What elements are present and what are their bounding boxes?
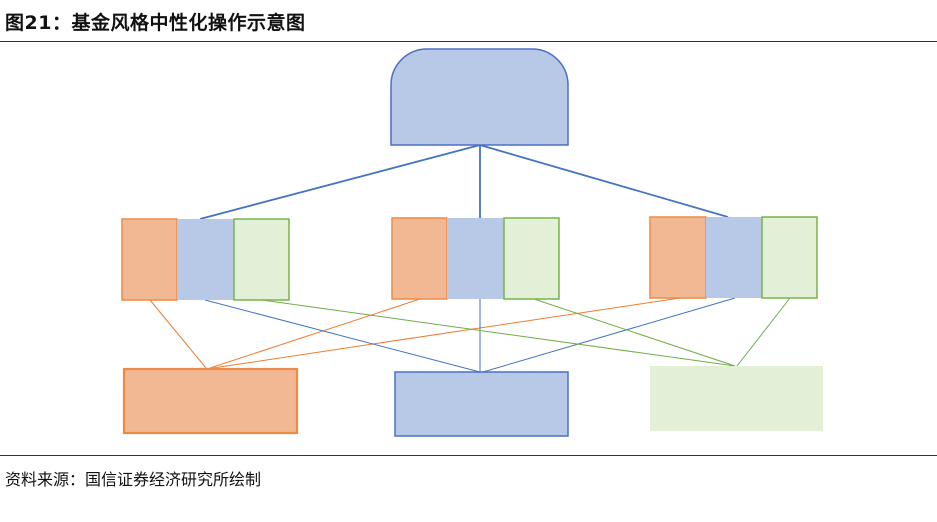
middle-center-blue-block bbox=[447, 218, 504, 299]
connector-green-left bbox=[261, 299, 736, 367]
connector-top-right bbox=[479, 144, 729, 218]
top-connectors bbox=[199, 144, 729, 220]
connector-green-middle bbox=[533, 298, 736, 367]
source-rule bbox=[0, 455, 937, 456]
connector-top-left bbox=[199, 144, 481, 220]
figure-title: 图21：基金风格中性化操作示意图 bbox=[5, 12, 306, 34]
middle-right-green-block bbox=[761, 216, 818, 299]
connector-green-right bbox=[736, 297, 791, 367]
figure-source: 资料来源：国信证券经济研究所绘制 bbox=[5, 470, 262, 489]
middle-group-left bbox=[121, 218, 290, 301]
connector-blue-left bbox=[204, 299, 481, 373]
middle-left-green-block bbox=[233, 218, 290, 301]
connector-orange-right bbox=[212, 297, 681, 369]
bottom-box-blue bbox=[394, 371, 569, 437]
cross-connectors bbox=[149, 297, 791, 373]
middle-group-right bbox=[649, 216, 818, 299]
title-rule bbox=[0, 41, 937, 42]
connector-blue-right bbox=[482, 297, 736, 373]
bottom-box-green bbox=[650, 366, 823, 431]
top-node bbox=[390, 48, 569, 146]
bottom-box-orange bbox=[122, 367, 299, 435]
middle-right-orange-block bbox=[649, 216, 707, 299]
middle-center-green-block bbox=[503, 217, 560, 300]
middle-left-orange-block bbox=[121, 218, 178, 301]
middle-left-blue-block bbox=[177, 219, 234, 300]
middle-center-orange-block bbox=[391, 217, 448, 300]
middle-group-center bbox=[391, 217, 560, 300]
connector-orange-middle bbox=[209, 298, 421, 369]
middle-right-blue-block bbox=[706, 217, 762, 298]
connector-orange-left bbox=[149, 299, 207, 369]
